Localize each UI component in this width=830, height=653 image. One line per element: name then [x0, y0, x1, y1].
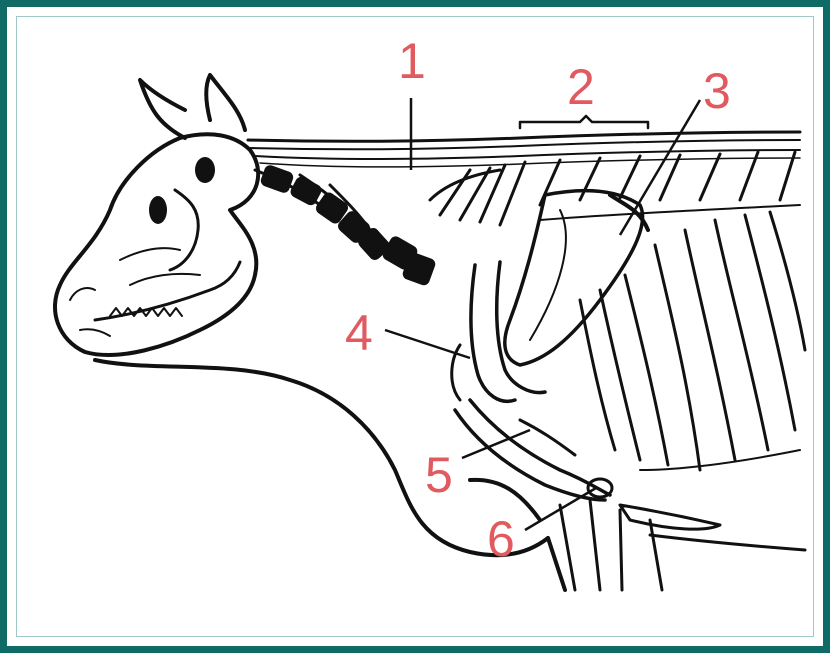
humerus: [452, 262, 545, 401]
callout-4: 4: [345, 305, 373, 361]
belly-line: [650, 535, 805, 550]
callout-4-leader: [385, 330, 470, 358]
callout-3-leader: [620, 100, 700, 235]
callout-6: 6: [487, 511, 515, 567]
sternum: [620, 505, 720, 529]
callout-2: 2: [567, 59, 595, 115]
callout-2-bracket: [520, 116, 648, 128]
callout-3: 3: [703, 63, 731, 119]
cervical-vertebrae: [255, 164, 437, 287]
skull: [55, 75, 258, 355]
callout-5: 5: [425, 447, 453, 503]
callout-1: 1: [398, 33, 426, 89]
ribs: [580, 212, 805, 470]
foreleg-left: [560, 500, 662, 590]
callout-6-leader: [525, 488, 596, 530]
chest-outline: [470, 480, 565, 590]
neck-dewlap-outline: [95, 360, 548, 555]
